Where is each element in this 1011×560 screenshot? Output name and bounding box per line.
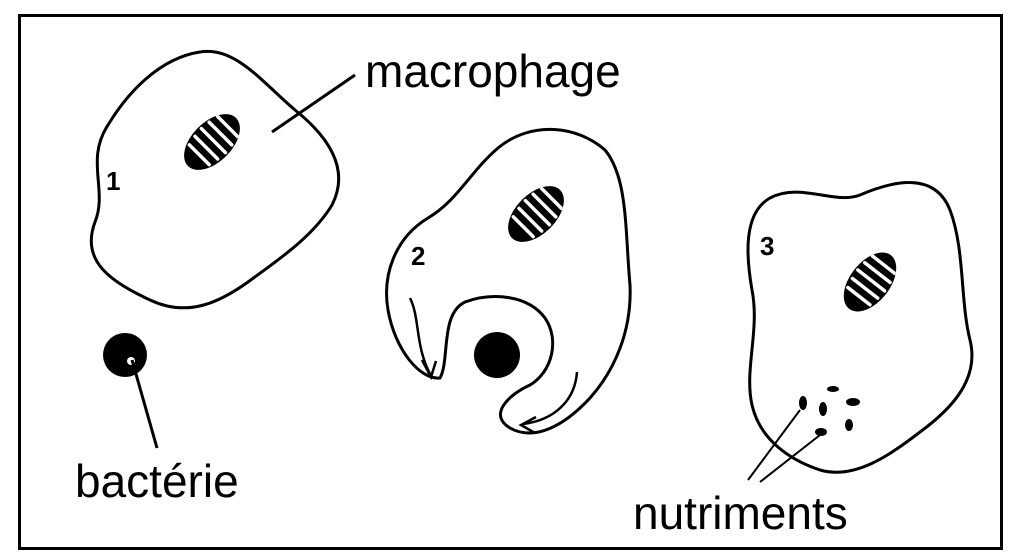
nutriments-label: nutriments [633, 490, 848, 536]
step-3-number: 3 [760, 233, 774, 259]
macrophage-3-membrane [748, 183, 972, 473]
macrophage-1-nucleus [174, 104, 250, 180]
nutrient-dots [799, 386, 860, 436]
step-2-number: 2 [411, 243, 425, 269]
macrophage-pointer-line [272, 75, 355, 132]
macrophage-1-membrane [91, 51, 339, 307]
macrophage-label: macrophage [365, 48, 621, 94]
macrophage-2-nucleus [498, 176, 574, 252]
bacterium-engulfed [474, 332, 520, 378]
macrophage-3-nucleus [833, 243, 906, 321]
macrophage-2-membrane [387, 129, 631, 433]
bacterie-label: bactérie [75, 458, 239, 504]
nutriments-pointer-line-2 [760, 435, 820, 482]
bacterie-pointer-line [132, 360, 157, 448]
step-1-number: 1 [106, 168, 120, 194]
bacterium-free [103, 333, 147, 377]
